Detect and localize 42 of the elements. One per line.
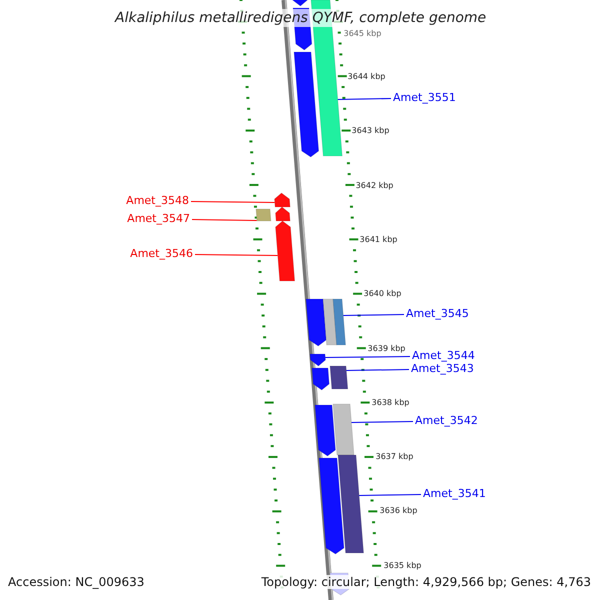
gene-label: Amet_3546 [130,247,193,260]
leader-line [350,421,414,423]
scale-label: 3638 kbp [372,398,410,408]
map-title: Alkaliphilus metalliredigens QYMF, complete genome [113,9,488,27]
gene-label: Amet_3542 [415,414,478,427]
leader-line [190,201,276,203]
gene-label: Amet_3548 [126,194,189,207]
leader-line [324,356,410,358]
gene-label: Amet_3551 [393,91,456,104]
scale-label: 3635 kbp [384,561,422,571]
leader-line [346,369,410,371]
gene-segment [310,354,327,366]
scale-label: 3642 kbp [356,181,394,191]
scale-label: 3643 kbp [352,126,390,136]
gene-bar [256,209,272,221]
gene-bar [323,299,338,345]
scale-label: 3641 kbp [360,235,398,245]
gene-label: Amet_3541 [423,487,486,500]
accession-text: Accession: NC_009633 [8,575,144,589]
scale-label: 3636 kbp [380,506,418,516]
gene-bar [333,404,355,455]
genome-info-text: Topology: circular; Length: 4,929,566 bp; Genes: 4,763 [261,575,591,589]
gene-segment [274,193,292,207]
gene-segment [315,405,337,456]
gene-segment [275,207,292,221]
gene-label: Amet_3543 [411,362,474,375]
gene-bar [333,299,347,345]
leader-line [192,219,258,221]
scale-label: 3637 kbp [376,452,414,462]
scale-label: 3640 kbp [364,289,402,299]
leader-line [358,494,422,496]
gene-label: Amet_3544 [412,349,475,362]
scale-label: 3639 kbp [368,344,406,354]
gene-segment [312,368,331,390]
leader-line [337,98,392,100]
gene-label: Amet_3545 [406,307,469,320]
gene-label: Amet_3547 [127,212,190,225]
leader-line [194,254,278,256]
leader-line [342,314,404,316]
gene-segment [306,299,328,346]
gene-bar [338,455,365,553]
gene-bar [330,366,349,389]
